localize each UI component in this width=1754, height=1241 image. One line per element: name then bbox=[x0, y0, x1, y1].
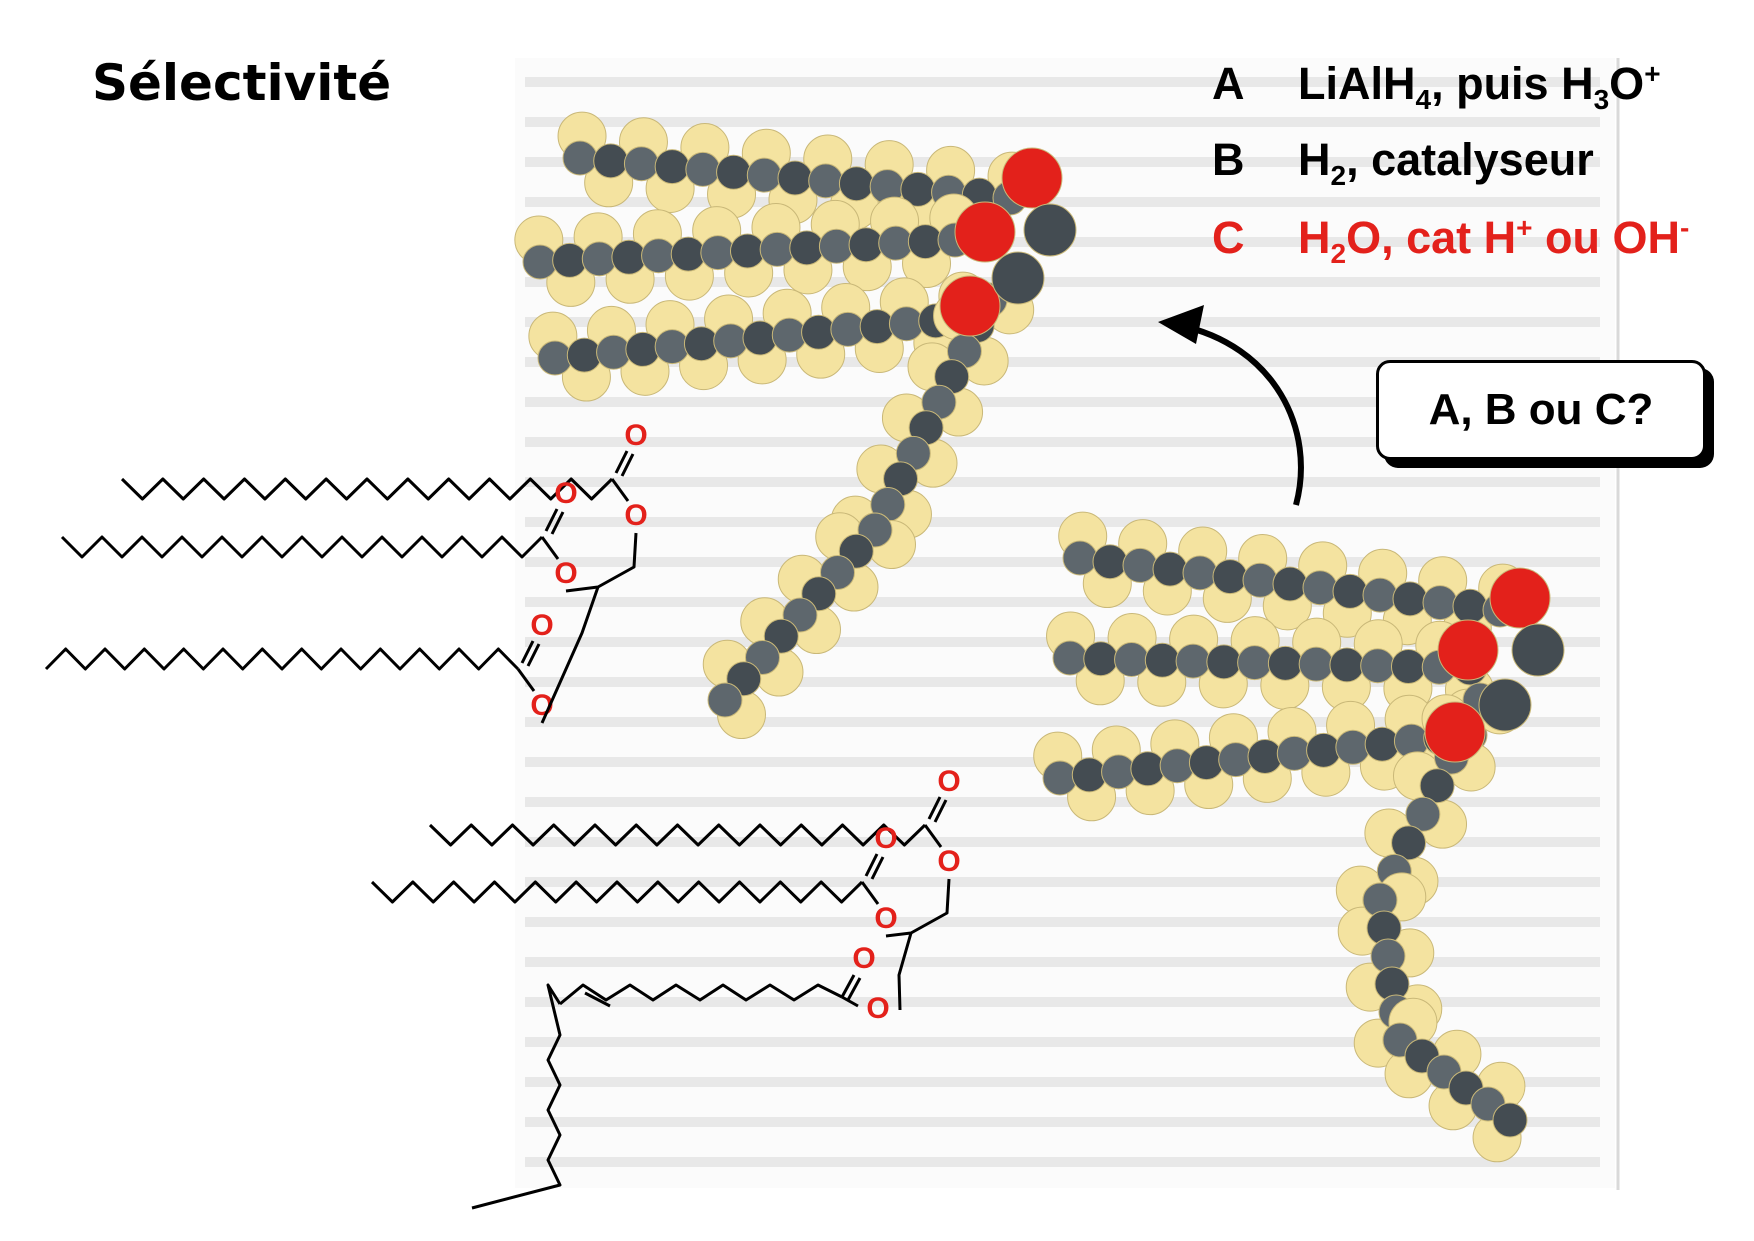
arrow-head bbox=[1158, 305, 1204, 344]
upper-model-oxygen-atom bbox=[939, 275, 1001, 337]
upper-glycerol bbox=[565, 532, 638, 593]
upper-glycerol-2 bbox=[540, 586, 600, 724]
lower-ester-2-carbonyl-oxygen: O bbox=[874, 822, 897, 855]
upper-ester-2-carbonyl-bond-2 bbox=[550, 511, 565, 535]
lower-model-oxygen-atom bbox=[1424, 701, 1486, 763]
lower-glycerol-2 bbox=[897, 932, 913, 1011]
lower-ester-3-ester-bond bbox=[841, 995, 859, 1008]
oleyl-tail bbox=[471, 983, 562, 1210]
page-title: Sélectivité bbox=[92, 54, 392, 112]
cis-double-bond bbox=[584, 991, 611, 1008]
lower-ester-2-ester-bond bbox=[860, 881, 880, 905]
lower-glycerol bbox=[885, 878, 951, 938]
upper-ester-1-chain bbox=[120, 477, 614, 501]
lower-model-4-carbon-atom bbox=[1492, 1102, 1528, 1138]
lower-ester-3-carbonyl-oxygen: O bbox=[852, 942, 875, 975]
lower-ester-2-ester-oxygen: O bbox=[874, 902, 897, 935]
lower-model-oxygen-atom bbox=[1437, 619, 1499, 681]
lower-model-4-carbon-atom bbox=[1405, 796, 1441, 832]
upper-model-oxygen-atom bbox=[1001, 147, 1063, 209]
lower-ester-1-carbonyl-bond-2 bbox=[933, 799, 948, 823]
curved-arrow bbox=[1177, 322, 1304, 506]
lower-model-oxygen-atom bbox=[1489, 567, 1551, 629]
lower-ester-2-carbonyl-bond-2 bbox=[870, 856, 885, 880]
upper-ester-1-ester-oxygen: O bbox=[624, 499, 647, 532]
lower-model-4-carbon-atom bbox=[1391, 825, 1427, 861]
upper-ester-2-ester-oxygen: O bbox=[554, 557, 577, 590]
lower-ester-3-carbonyl-bond-2 bbox=[846, 977, 862, 1001]
option-c-key: C bbox=[1212, 212, 1245, 263]
upper-ester-2-carbonyl-bond bbox=[544, 508, 559, 532]
upper-ester-3-ester-bond bbox=[516, 668, 536, 692]
upper-ester-2-carbonyl-oxygen: O bbox=[554, 477, 577, 510]
lower-ester-1-carbonyl-oxygen: O bbox=[937, 765, 960, 798]
lower-model-carbon-atom bbox=[1511, 623, 1565, 677]
upper-ester-3-ester-oxygen: O bbox=[530, 689, 553, 722]
upper-ester-2-chain bbox=[60, 535, 544, 559]
upper-model-4-carbon-atom bbox=[707, 682, 743, 718]
lower-ester-2-carbonyl-bond bbox=[864, 853, 879, 877]
upper-ester-1-ester-bond bbox=[610, 478, 630, 502]
upper-model-carbon-atom bbox=[1023, 203, 1077, 257]
lower-ester-3-chain bbox=[559, 983, 843, 1006]
upper-ester-3-carbonyl-bond bbox=[520, 640, 535, 664]
lower-ester-3-ester-oxygen: O bbox=[866, 992, 889, 1025]
lower-ester-1-carbonyl-bond bbox=[927, 796, 942, 820]
lower-model-carbon-atom bbox=[1478, 678, 1532, 732]
upper-ester-3-chain bbox=[44, 647, 520, 671]
upper-model-oxygen-atom bbox=[954, 201, 1016, 263]
lower-ester-2-chain bbox=[370, 880, 864, 904]
upper-ester-3-carbonyl-bond-2 bbox=[526, 643, 541, 667]
upper-model-carbon-atom bbox=[991, 251, 1045, 305]
lower-ester-3-carbonyl-bond bbox=[840, 974, 856, 998]
lower-model-4-carbon-atom bbox=[1419, 768, 1455, 804]
upper-ester-1-carbonyl-bond bbox=[614, 450, 629, 474]
lower-ester-1-ester-bond bbox=[923, 824, 943, 848]
upper-ester-2-ester-bond bbox=[540, 536, 560, 560]
option-a-key: A bbox=[1212, 58, 1245, 109]
option-b-key: B bbox=[1212, 134, 1245, 185]
upper-ester-1-carbonyl-bond-2 bbox=[620, 453, 635, 477]
upper-ester-1-carbonyl-oxygen: O bbox=[624, 419, 647, 452]
lower-ester-1-chain bbox=[428, 823, 927, 847]
lower-ester-1-ester-oxygen: O bbox=[937, 845, 960, 878]
upper-ester-3-carbonyl-oxygen: O bbox=[530, 609, 553, 642]
question-box: A, B ou C? bbox=[1376, 360, 1706, 460]
